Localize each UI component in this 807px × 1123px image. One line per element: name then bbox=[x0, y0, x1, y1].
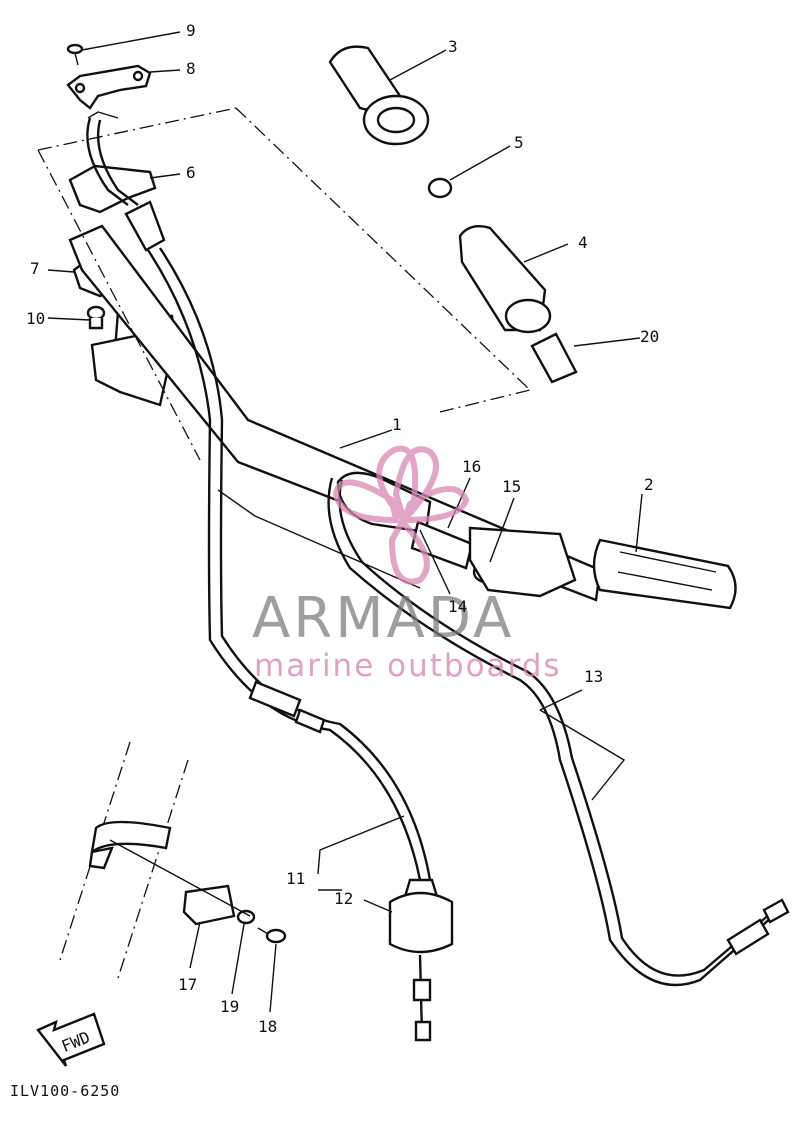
callout-1: 1 bbox=[392, 415, 402, 434]
part-8-holder-clamp bbox=[66, 64, 152, 110]
part-4-throttle-grip bbox=[458, 225, 552, 334]
callout-5: 5 bbox=[514, 133, 524, 152]
part-11-throttle-cable bbox=[124, 200, 432, 881]
callout-2: 2 bbox=[644, 475, 654, 494]
watermark-tagline: marine outboards bbox=[254, 648, 562, 684]
callout-11: 11 bbox=[286, 869, 305, 888]
watermark-brand: ARMADA bbox=[252, 586, 514, 651]
flower-logo bbox=[332, 445, 470, 585]
callout-9: 9 bbox=[186, 21, 196, 40]
leader-lines bbox=[37, 31, 643, 1013]
callout-7: 7 bbox=[30, 259, 40, 278]
part-6-cable-guide bbox=[68, 111, 157, 214]
callout-8: 8 bbox=[186, 59, 196, 78]
callout-12: 12 bbox=[334, 889, 353, 908]
part-5-bush bbox=[427, 177, 453, 199]
callout-15: 15 bbox=[502, 477, 521, 496]
part-17-cable-holder bbox=[182, 884, 236, 926]
part-19-washer bbox=[236, 909, 256, 925]
part-3-left-grip bbox=[328, 45, 430, 146]
watermark: ARMADA marine outboards bbox=[252, 445, 562, 684]
callout-17: 17 bbox=[178, 975, 197, 994]
callout-14: 14 bbox=[448, 597, 467, 616]
callout-18: 18 bbox=[258, 1017, 277, 1036]
part-10-bolt bbox=[86, 305, 106, 330]
callout-6: 6 bbox=[186, 163, 196, 182]
part-2-right-grip bbox=[592, 538, 737, 610]
callout-19: 19 bbox=[220, 997, 239, 1016]
forward-direction-arrow: FWD bbox=[36, 1012, 106, 1067]
callout-3: 3 bbox=[448, 37, 458, 56]
front-fork bbox=[59, 741, 189, 979]
drawing-code: ILV100-6250 bbox=[10, 1082, 120, 1100]
callout-16: 16 bbox=[462, 457, 481, 476]
part-9-screw bbox=[66, 43, 84, 66]
part-20-collar bbox=[530, 332, 578, 384]
part-12-cable-end bbox=[388, 878, 454, 1042]
callout-20: 20 bbox=[640, 327, 659, 346]
callout-numbers: 1 2 3 4 5 6 7 8 9 10 11 12 13 14 15 16 1… bbox=[26, 21, 659, 1036]
callout-4: 4 bbox=[578, 233, 588, 252]
callout-10: 10 bbox=[26, 309, 45, 328]
callout-13: 13 bbox=[584, 667, 603, 686]
part-18-bolt bbox=[257, 927, 287, 944]
